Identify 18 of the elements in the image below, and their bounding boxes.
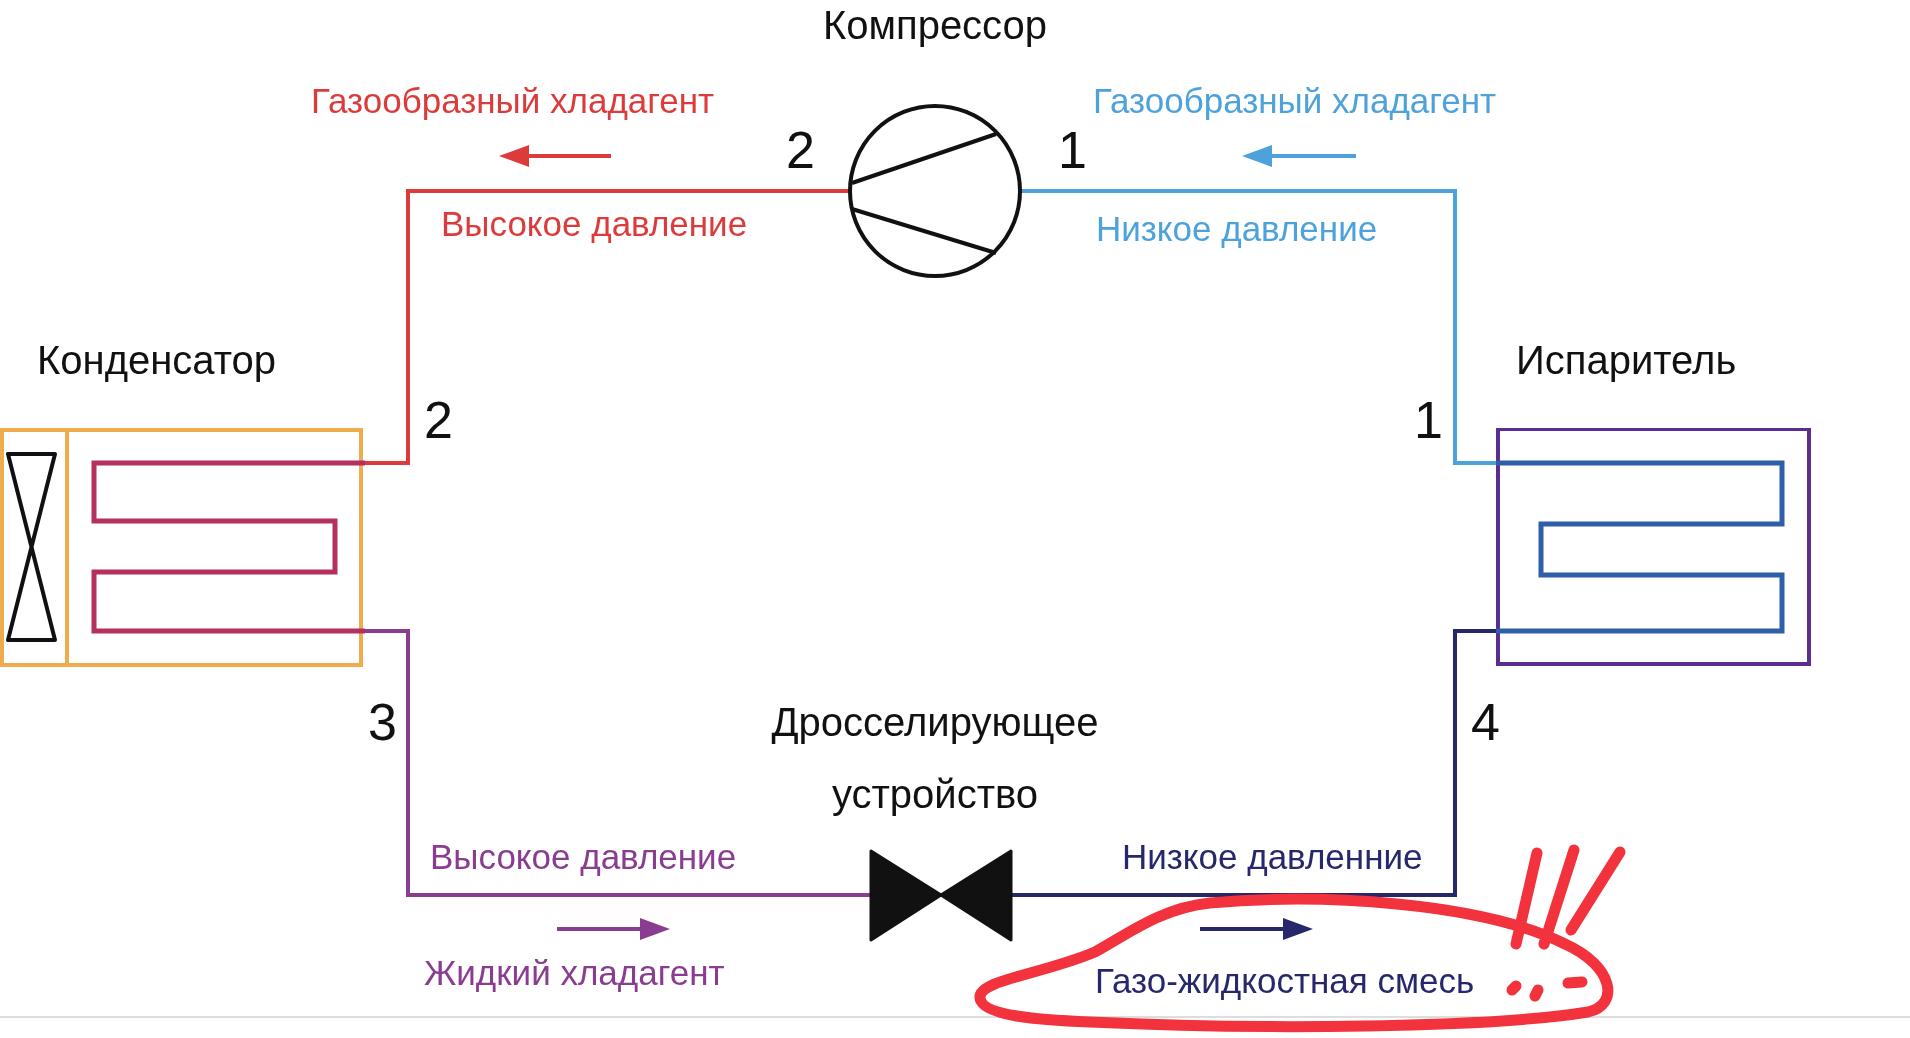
pipe-line — [365, 629, 763, 897]
flow-label: Газообразный хладагент — [311, 80, 715, 122]
pipe-line — [365, 189, 819, 465]
component-title: Компрессор — [822, 2, 1048, 48]
flow-label: Газообразный хладагент — [1093, 80, 1497, 122]
flow-label: Жидкий хладагент — [424, 952, 725, 994]
pipe-line — [1051, 189, 1496, 465]
component-title: Испаритель — [1516, 337, 1737, 384]
point-number: 3 — [368, 692, 397, 752]
flow-label: Газо-жидкостная смесь — [1095, 960, 1475, 1002]
point-number: 1 — [1414, 390, 1443, 450]
component-title: Конденсатор — [37, 337, 277, 384]
component-title: Дросселирующее устройство — [770, 699, 1100, 818]
point-number: 2 — [786, 120, 815, 180]
point-number: 1 — [1058, 120, 1087, 180]
pipe-line — [1107, 629, 1496, 897]
point-number: 4 — [1471, 692, 1500, 752]
point-number: 2 — [424, 390, 453, 450]
